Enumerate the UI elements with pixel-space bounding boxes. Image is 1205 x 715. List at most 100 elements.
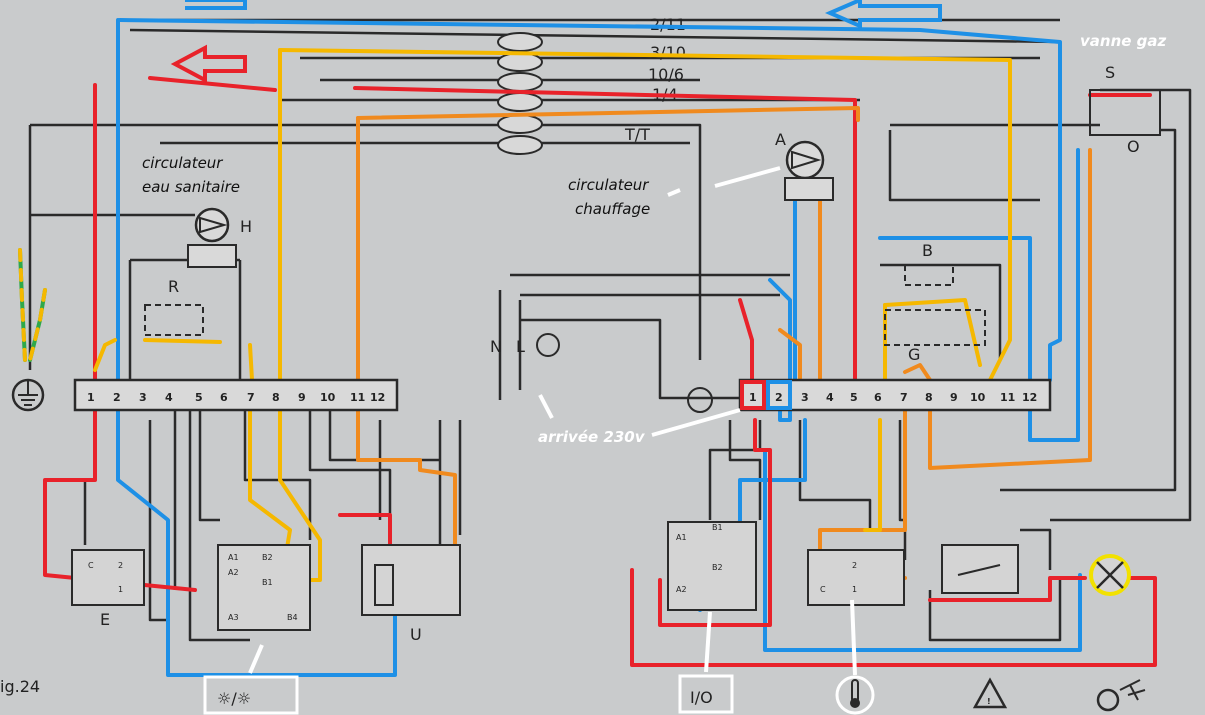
- gas-valve-S: S O: [1089, 63, 1161, 156]
- right-term-9: 9: [950, 391, 958, 404]
- label-B: B: [922, 241, 933, 260]
- switch-E: C 2 1 E: [71, 549, 145, 629]
- relay-U: U: [361, 544, 461, 644]
- orange-wires: [356, 106, 1092, 582]
- left-term-12: 12: [370, 391, 385, 404]
- label-G: G: [908, 345, 920, 364]
- cable-label-5: T/T: [624, 125, 650, 144]
- relay-R: R: [144, 277, 204, 336]
- label-E: E: [100, 610, 110, 629]
- figure-caption: ig.24: [0, 677, 40, 696]
- label-S: S: [1105, 63, 1115, 82]
- pin-mode-B4: B4: [287, 613, 298, 622]
- red-arrow: [170, 44, 247, 84]
- label-L: L: [516, 337, 525, 356]
- left-term-2: 2: [113, 391, 121, 404]
- label-U: U: [410, 625, 422, 644]
- label-H: H: [240, 217, 252, 236]
- thermostat-icon: [835, 599, 875, 715]
- left-term-1: 1: [87, 391, 95, 404]
- left-term-3: 3: [139, 391, 147, 404]
- warning-icon: !: [972, 677, 1008, 709]
- pin-power-B2: B2: [712, 563, 723, 572]
- right-term-11: 11: [1000, 391, 1015, 404]
- thermostat-switch: C 2 1: [807, 549, 905, 606]
- pin-E-1: 1: [118, 585, 123, 594]
- pin-thermo-C: C: [820, 585, 826, 594]
- right-term-4: 4: [826, 391, 834, 404]
- indicator-lamp: [1089, 554, 1131, 596]
- right-term-1: 1: [749, 391, 757, 404]
- heating-pump-A: A: [775, 130, 834, 201]
- right-term-2: 2: [775, 391, 783, 404]
- pin-thermo-2: 2: [852, 561, 857, 570]
- label-N: N: [490, 337, 502, 356]
- power-switch-symbol-text: I/O: [690, 688, 713, 707]
- switch-B: B: [904, 241, 954, 286]
- supply-pointer: [651, 408, 741, 437]
- left-term-11: 11: [350, 391, 365, 404]
- left-term-7: 7: [247, 391, 255, 404]
- right-term-5: 5: [850, 391, 858, 404]
- dhw-pump-annotation-2: eau sanitaire: [142, 178, 240, 196]
- left-term-10: 10: [320, 391, 336, 404]
- label-A: A: [775, 130, 786, 149]
- right-term-3: 3: [801, 391, 809, 404]
- right-terminal-block: 1 2 3 4 5 6 7 8 9 10 11 12: [738, 378, 1052, 412]
- pin-mode-B1: B1: [262, 578, 273, 587]
- supply-NL: N L: [490, 333, 713, 419]
- power-switch-symbol: I/O: [678, 611, 734, 714]
- mode-switch: A1 A2 A3 B1 B2 B4: [217, 544, 311, 631]
- left-term-9: 9: [298, 391, 306, 404]
- right-term-6: 6: [874, 391, 882, 404]
- pin-E-2: 2: [118, 561, 123, 570]
- right-term-12: 12: [1022, 391, 1037, 404]
- yellow-wires: [93, 48, 1012, 582]
- left-term-5: 5: [195, 391, 203, 404]
- pin-mode-A2: A2: [228, 568, 239, 577]
- mode-switch-symbol: ☼/☼: [203, 644, 299, 715]
- right-term-10: 10: [970, 391, 986, 404]
- heating-pump-annotation-2: chauffage: [575, 200, 650, 218]
- heating-pump-annotation-1: circulateur: [568, 176, 649, 194]
- burner-icon: [1096, 679, 1146, 712]
- live-terminal-highlight: [740, 380, 766, 410]
- printed-schematic: [28, 18, 1192, 642]
- blue-arrow-left: [185, 0, 247, 10]
- red-wires: [43, 76, 1157, 667]
- heating-pump-pointer: [714, 166, 781, 188]
- left-term-6: 6: [220, 391, 228, 404]
- power-switch: A1 A2 B1 B2: [667, 521, 757, 611]
- pin-power-A1: A1: [676, 533, 687, 542]
- cable-label-1: 2/11: [650, 15, 686, 34]
- left-term-8: 8: [272, 391, 280, 404]
- right-term-7: 7: [900, 391, 908, 404]
- mode-switch-symbol-text: ☼/☼: [217, 689, 251, 708]
- earth-ground: [11, 248, 47, 412]
- pin-mode-A1: A1: [228, 553, 239, 562]
- pin-mode-A3: A3: [228, 613, 239, 622]
- pin-mode-B2: B2: [262, 553, 273, 562]
- supply-annotation: arrivée 230v: [538, 428, 646, 446]
- pin-power-B1: B1: [712, 523, 723, 532]
- pin-power-A2: A2: [676, 585, 687, 594]
- blue-wires: [116, 18, 1082, 677]
- label-R: R: [168, 277, 179, 296]
- left-term-4: 4: [165, 391, 173, 404]
- blue-arrow-right: [824, 0, 942, 30]
- right-term-8: 8: [925, 391, 933, 404]
- pin-thermo-1: 1: [852, 585, 857, 594]
- cable-label-3: 10/6: [648, 65, 684, 84]
- pin-E-C: C: [88, 561, 94, 570]
- fault-switch: [941, 544, 1019, 594]
- gas-valve-annotation: vanne gaz: [1080, 32, 1167, 50]
- dhw-pump-H: H: [187, 207, 252, 268]
- label-O: O: [1127, 137, 1140, 156]
- svg-text:!: !: [987, 697, 991, 706]
- left-terminal-block: 1 2 3 4 5 6 7 8 9 10 11 12: [73, 378, 399, 412]
- dhw-pump-annotation-1: circulateur: [142, 154, 223, 172]
- gas-board-G: G: [884, 309, 986, 364]
- cable-label-2: 3/10: [650, 43, 686, 62]
- neutral-terminal-highlight: [766, 380, 792, 410]
